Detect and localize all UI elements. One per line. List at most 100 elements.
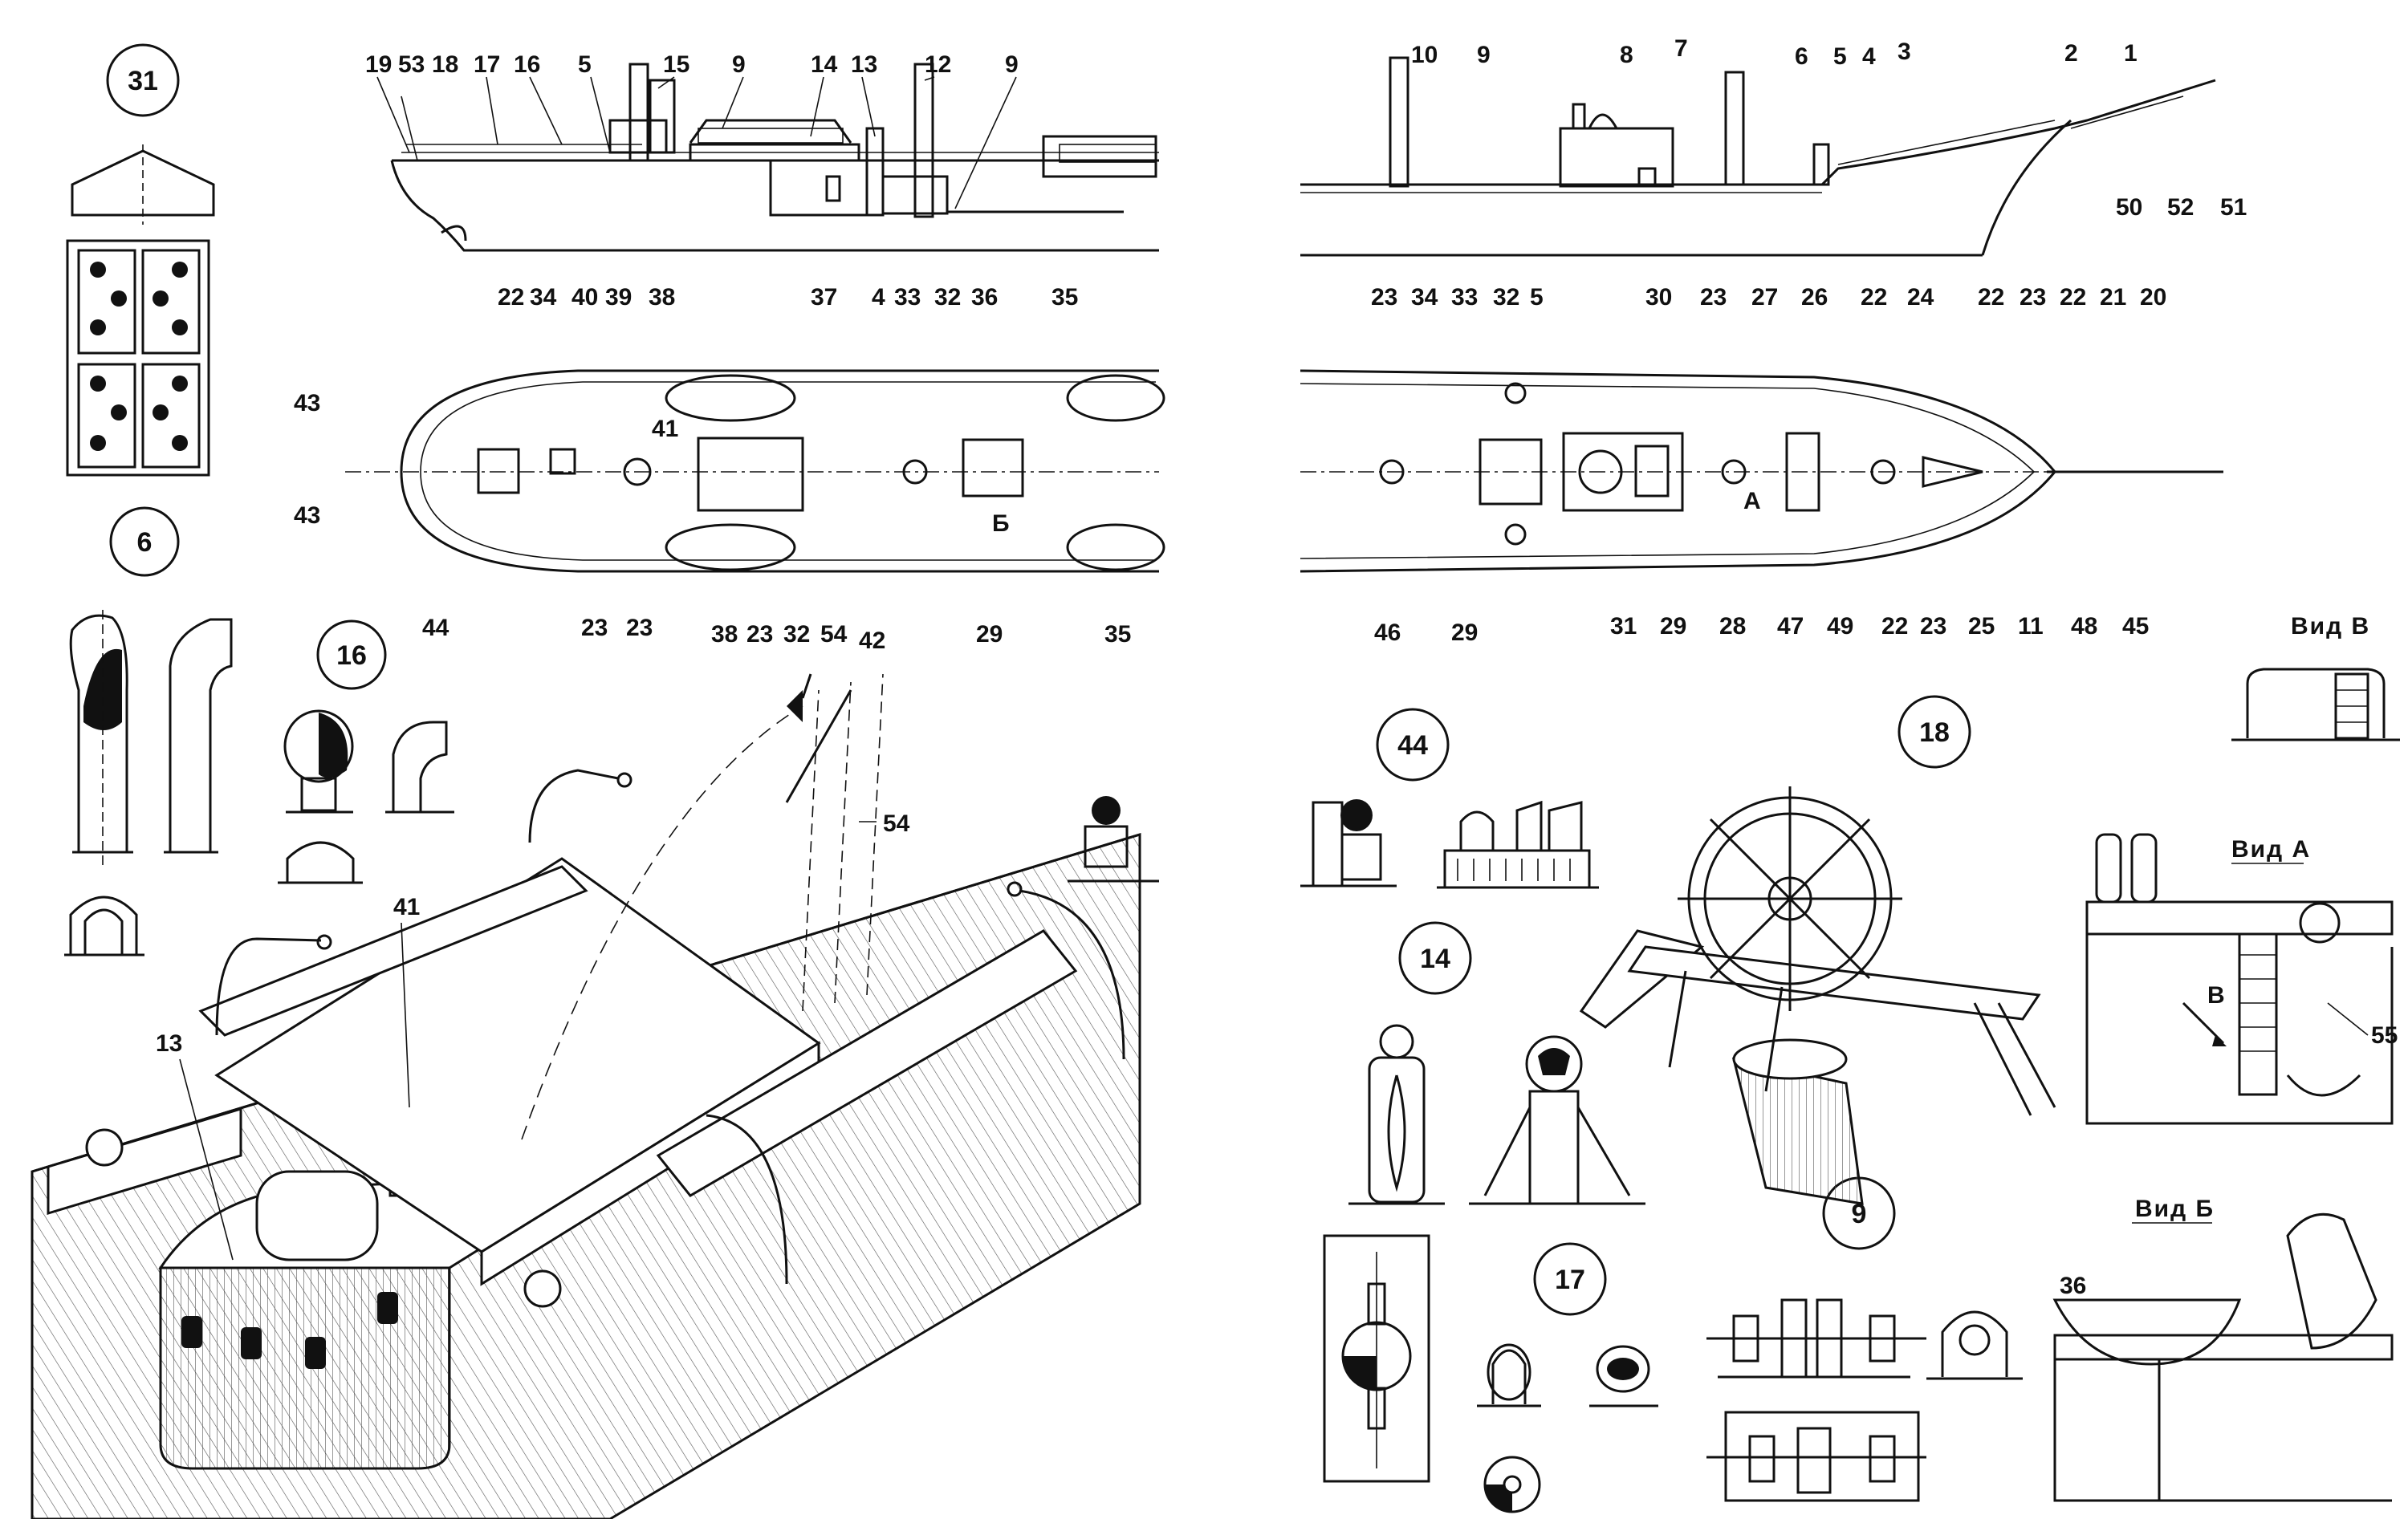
svg-text:4: 4: [1862, 43, 1876, 70]
svg-text:34: 34: [530, 284, 557, 311]
svg-text:6: 6: [137, 527, 153, 558]
svg-text:24: 24: [1907, 284, 1934, 311]
svg-text:7: 7: [1674, 35, 1688, 62]
stern-profile-view: 19 53 18 17 16 5 15 9 14 13 12 9: [365, 51, 1159, 252]
svg-text:19: 19: [365, 51, 392, 78]
vent-cowl-detail: [64, 610, 233, 956]
svg-text:23: 23: [626, 615, 653, 641]
svg-text:43: 43: [294, 502, 320, 529]
svg-text:4: 4: [872, 284, 885, 311]
svg-text:44: 44: [422, 615, 449, 641]
svg-text:55: 55: [2371, 1022, 2398, 1049]
svg-text:33: 33: [1451, 284, 1478, 311]
view-b-detail: Вид Б 36: [2052, 1196, 2394, 1502]
svg-text:26: 26: [1801, 284, 1828, 311]
svg-text:3: 3: [1898, 39, 1911, 65]
svg-text:17: 17: [1555, 1265, 1585, 1295]
detail-circle-14: 14: [1398, 921, 1472, 995]
svg-text:43: 43: [294, 390, 320, 416]
svg-text:10: 10: [1411, 42, 1438, 68]
detail-circle-6: 6: [109, 506, 180, 577]
svg-text:29: 29: [976, 621, 1003, 648]
svg-text:36: 36: [971, 284, 998, 311]
svg-text:23: 23: [2020, 284, 2046, 311]
detail-circle-17: 17: [1533, 1242, 1607, 1316]
svg-text:50: 50: [2116, 194, 2142, 221]
svg-text:39: 39: [605, 284, 632, 311]
svg-text:23: 23: [1371, 284, 1397, 311]
svg-text:23: 23: [746, 621, 773, 648]
svg-text:5: 5: [1833, 43, 1847, 70]
svg-text:Вид А: Вид А: [2231, 836, 2311, 863]
isometric-deck-view: 54 41 13: [31, 673, 1159, 1519]
svg-text:22: 22: [1861, 284, 1887, 311]
svg-text:23: 23: [1700, 284, 1727, 311]
svg-text:42: 42: [859, 628, 885, 654]
svg-text:35: 35: [1051, 284, 1078, 311]
svg-text:53: 53: [398, 51, 425, 78]
svg-text:54: 54: [820, 621, 848, 648]
svg-text:32: 32: [1493, 284, 1519, 311]
svg-text:2: 2: [2064, 40, 2078, 67]
svg-text:36: 36: [2060, 1273, 2086, 1299]
svg-text:41: 41: [393, 894, 420, 920]
svg-text:38: 38: [711, 621, 738, 648]
bow-profile-view: 10 9 8 7 6 5 4 3 2 1 50 52 51: [1300, 35, 2247, 257]
svg-text:34: 34: [1411, 284, 1438, 311]
svg-text:29: 29: [1660, 613, 1686, 640]
svg-text:29: 29: [1451, 619, 1478, 646]
svg-text:22: 22: [1881, 613, 1908, 640]
svg-text:37: 37: [811, 284, 837, 311]
svg-text:13: 13: [156, 1030, 182, 1057]
svg-text:23: 23: [581, 615, 608, 641]
svg-text:13: 13: [851, 51, 877, 78]
detail-circle-18: 18: [1898, 695, 1971, 769]
svg-text:15: 15: [663, 51, 689, 78]
stern-deck-plan: 22 34 40 39 38 37 4 33 32 36 35 43 43 41…: [294, 284, 1165, 654]
svg-text:20: 20: [2140, 284, 2166, 311]
steering-wheel-detail: [1579, 786, 2056, 1205]
svg-text:14: 14: [811, 51, 838, 78]
bow-deck-plan: 23 34 33 32 5 30 23 27 26 22 24 22 23 22…: [1300, 284, 2223, 646]
detail-circle-31: 31: [106, 43, 180, 117]
svg-text:22: 22: [2060, 284, 2086, 311]
svg-text:16: 16: [514, 51, 540, 78]
svg-text:31: 31: [128, 66, 158, 96]
detail-circle-16: 16: [316, 619, 387, 690]
svg-text:31: 31: [1610, 613, 1637, 640]
svg-text:22: 22: [1978, 284, 2004, 311]
svg-text:35: 35: [1104, 621, 1131, 648]
svg-text:11: 11: [2018, 613, 2044, 640]
svg-text:14: 14: [1420, 944, 1450, 974]
svg-text:49: 49: [1827, 613, 1853, 640]
svg-text:Вид В: Вид В: [2291, 613, 2370, 640]
svg-text:41: 41: [652, 416, 678, 442]
svg-text:5: 5: [578, 51, 592, 78]
svg-text:25: 25: [1968, 613, 1995, 640]
svg-text:5: 5: [1530, 284, 1544, 311]
svg-text:28: 28: [1719, 613, 1746, 640]
small-vent-detail: [278, 709, 454, 884]
view-v-detail: Вид В: [2231, 613, 2400, 741]
svg-text:44: 44: [1397, 730, 1428, 761]
view-a-detail: Вид А В 55: [2085, 833, 2398, 1125]
svg-text:54: 54: [883, 810, 910, 837]
svg-text:1: 1: [2124, 40, 2138, 67]
svg-text:Б: Б: [992, 510, 1010, 537]
svg-text:А: А: [1743, 488, 1761, 514]
svg-text:30: 30: [1645, 284, 1672, 311]
svg-text:17: 17: [474, 51, 500, 78]
svg-text:33: 33: [894, 284, 921, 311]
svg-text:9: 9: [1852, 1199, 1867, 1229]
svg-text:Вид Б: Вид Б: [2135, 1196, 2215, 1222]
winch-detail: [1706, 1298, 2023, 1502]
svg-text:18: 18: [1919, 717, 1950, 748]
svg-text:32: 32: [934, 284, 961, 311]
svg-text:9: 9: [1005, 51, 1019, 78]
compass-plan-detail: [1323, 1234, 1430, 1483]
svg-text:16: 16: [336, 640, 367, 671]
svg-text:45: 45: [2122, 613, 2149, 640]
svg-text:22: 22: [498, 284, 524, 311]
